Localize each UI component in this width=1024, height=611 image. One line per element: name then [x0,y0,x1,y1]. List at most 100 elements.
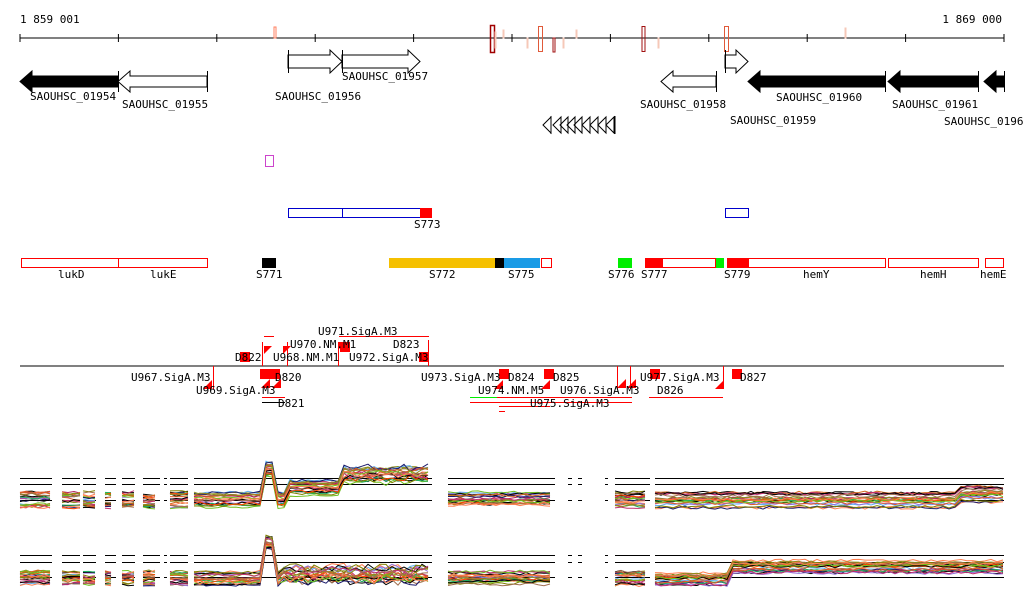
expression-line [142,497,156,500]
feature-s772[interactable] [389,258,495,268]
gene-label: SAOUHSC_01954 [30,90,116,103]
expression-panel [19,534,1004,588]
expression-line [169,501,189,505]
gene-saouhsc_01955[interactable]: SAOUHSC_01955 [117,69,208,111]
expression-line [61,570,81,573]
motif-box[interactable] [340,342,350,352]
expression-line [82,578,96,581]
gene-saouhsc_01956[interactable]: SAOUHSC_01956 [275,48,361,103]
expression-line [82,583,96,586]
expression-line [447,569,551,574]
gene-label: SAOUHSC_0196 [944,115,1023,128]
motif-track: D822 U968.NM.M1 U970.NM.M1 U971.SigA.M3 … [20,325,1004,412]
motif-triangle-icon[interactable] [617,379,626,388]
expression-line [447,497,551,501]
gene-saouhsc_01961[interactable]: SAOUHSC_01961 [887,69,979,111]
motif-box[interactable] [240,352,250,362]
promoter-triangle-icon[interactable] [605,115,615,135]
expression-line [614,582,646,586]
motif-box[interactable] [650,369,660,379]
promoter-triangle-icon[interactable] [542,115,552,135]
feature-red-outline[interactable] [541,258,552,268]
expression-line [104,496,112,499]
motif-triangle-icon[interactable] [338,342,346,350]
expression-line [142,578,156,582]
gene-saouhsc_01954[interactable]: SAOUHSC_01954 [19,69,119,103]
blue-feature[interactable] [342,208,421,218]
blue-feature[interactable] [288,208,343,218]
promoter-triangle-icon[interactable] [566,115,576,135]
magenta-feature[interactable] [265,155,274,167]
motif-triangle-icon[interactable] [203,380,212,389]
promoter-triangle-icon[interactable] [559,115,569,135]
motif-box[interactable] [419,352,429,362]
expression-line [142,506,156,510]
gene-saouhsc_01959[interactable]: SAOUHSC_01959 [724,48,816,127]
motif-box[interactable] [260,369,270,379]
motif-box[interactable] [732,369,742,379]
expression-line [169,495,189,498]
feature-green[interactable] [716,258,724,268]
promoter-triangle-icon[interactable] [581,115,591,135]
expression-line [447,490,551,495]
expression-line [614,493,646,497]
expression-line [169,507,189,510]
expression-line [82,498,95,501]
motif-triangle-icon[interactable] [264,346,272,354]
motif-label: D821 [278,397,305,410]
expression-line [19,492,51,497]
feature-s775[interactable] [504,258,540,268]
expression-line [169,496,189,500]
motif-label: U974.NM.M5 [478,384,544,397]
expression-line [19,495,51,498]
feature-label: hemE [980,268,1007,281]
feature-s776[interactable] [618,258,632,268]
feature-s771[interactable] [262,258,276,268]
feature-s779[interactable] [727,258,748,268]
expression-line [121,583,135,587]
expression-line [61,495,81,498]
motif-box[interactable] [499,369,509,379]
motif-triangle-icon[interactable] [494,380,503,389]
expression-line [104,571,112,575]
promoter-triangle-icon[interactable] [597,115,607,135]
motif-triangle-icon[interactable] [715,380,724,389]
promoter-triangle-icon[interactable] [589,115,599,135]
blue-feature[interactable] [725,208,749,218]
expression-line [19,495,51,500]
feature-hemH[interactable] [888,258,979,268]
motif-triangle-icon[interactable] [627,379,636,388]
feature-hemE[interactable] [985,258,1004,268]
gene-label: SAOUHSC_01956 [275,90,361,103]
expression-line [654,570,1004,587]
feature-red-outline[interactable] [662,258,716,268]
motif-label: U968.NM.M1 [273,351,339,364]
gene-track: SAOUHSC_01954SAOUHSC_01955SAOUHSC_01956S… [19,48,1023,128]
expression-line [169,492,189,495]
expression-line [121,499,135,503]
gene-saouhsc_01958[interactable]: SAOUHSC_01958 [640,69,726,111]
expression-line [142,504,156,507]
motif-box[interactable] [270,369,280,379]
motif-box[interactable] [544,369,554,379]
feature-black[interactable] [495,258,504,268]
expression-line [61,490,81,494]
feature-s777[interactable] [645,258,662,268]
gene-label: SAOUHSC_01961 [892,98,978,111]
gene-saouhsc_01957[interactable]: SAOUHSC_01957 [341,48,428,83]
promoter-triangle-icon[interactable] [552,115,562,135]
feature-label: S772 [429,268,456,281]
expression-line [614,506,646,509]
expression-line [614,494,646,498]
gene-saouhsc_0196[interactable]: SAOUHSC_0196 [944,69,1023,128]
gene-saouhsc_01960[interactable]: SAOUHSC_01960 [747,69,886,104]
expression-line [193,468,428,501]
motif-triangle-icon[interactable] [261,379,270,388]
feature-lukE[interactable] [118,258,208,268]
expression-line [447,499,551,504]
feature-hemY[interactable] [748,258,886,268]
feature-lukD[interactable] [21,258,119,268]
motif-triangle-icon[interactable] [272,379,281,388]
motif-triangle-icon[interactable] [541,380,550,389]
feature-s773[interactable] [420,208,432,218]
